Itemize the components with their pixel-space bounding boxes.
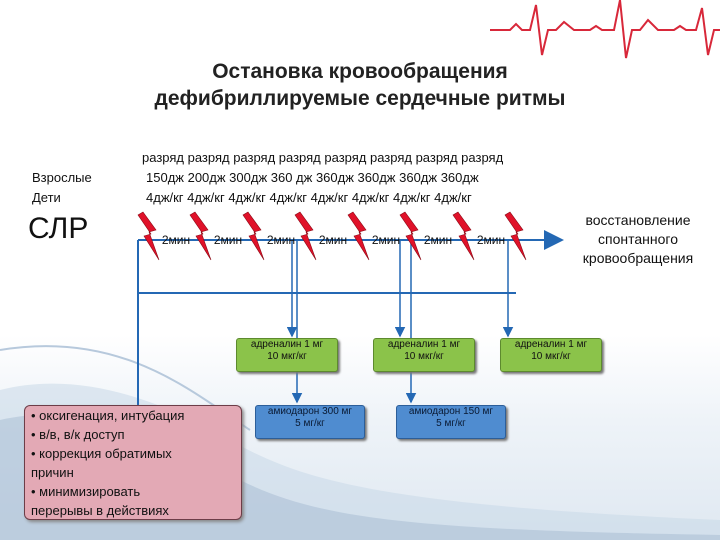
action-item: • оксигенация, интубация: [31, 408, 185, 423]
cpr-label: СЛР: [28, 212, 89, 245]
interval-label: 2мин: [162, 233, 190, 247]
shock-header-row: разряд разряд разряд разряд разряд разря…: [142, 150, 504, 165]
interval-label: 2мин: [319, 233, 347, 247]
children-label: Дети: [32, 190, 61, 205]
adrenaline-box-1: адреналин 1 мг 10 мкг/кг: [236, 338, 338, 372]
action-item: • коррекция обратимых: [31, 446, 172, 461]
ecg-wave-icon: [490, 0, 720, 59]
interval-label: 2мин: [214, 233, 242, 247]
interval-label: 2мин: [372, 233, 400, 247]
adrenaline-box-2: адреналин 1 мг 10 мкг/кг: [373, 338, 475, 372]
shock-bolt-icon: [399, 211, 422, 261]
interval-label: 2мин: [424, 233, 452, 247]
shock-bolt-icon: [189, 211, 212, 261]
page-title: Остановка кровообращения дефибриллируемы…: [154, 60, 566, 110]
actions-box: • оксигенация, интубация • в/в, в/к дост…: [24, 405, 242, 520]
shock-bolt-icon: [452, 211, 475, 261]
adrenaline-box-3: адреналин 1 мг 10 мкг/кг: [500, 338, 602, 372]
rosc-label: восстановление спонтанного кровообращени…: [582, 212, 694, 266]
shock-bolt-icon: [137, 211, 160, 261]
shock-bolt-icon: [347, 211, 370, 261]
adult-energy-row: 150дж 200дж 300дж 360 дж 360дж 360дж 360…: [146, 170, 479, 185]
action-item: причин: [31, 465, 74, 480]
action-item: • минимизировать: [31, 484, 141, 499]
shock-bolts: [137, 211, 527, 261]
interval-labels: 2мин 2мин 2мин 2мин 2мин 2мин 2мин: [162, 233, 505, 247]
action-item: • в/в, в/к доступ: [31, 427, 125, 442]
amiodarone-box-1: амиодарон 300 мг 5 мг/кг: [255, 405, 365, 439]
shock-bolt-icon: [242, 211, 265, 261]
adults-label: Взрослые: [32, 170, 92, 185]
amiodarone-box-2: амиодарон 150 мг 5 мг/кг: [396, 405, 506, 439]
shock-bolt-icon: [294, 211, 317, 261]
interval-label: 2мин: [477, 233, 505, 247]
action-item: перерывы в действиях: [31, 503, 169, 518]
child-energy-row: 4дж/кг 4дж/кг 4дж/кг 4дж/кг 4дж/кг 4дж/к…: [146, 190, 472, 205]
interval-label: 2мин: [267, 233, 295, 247]
shock-bolt-icon: [504, 211, 527, 261]
